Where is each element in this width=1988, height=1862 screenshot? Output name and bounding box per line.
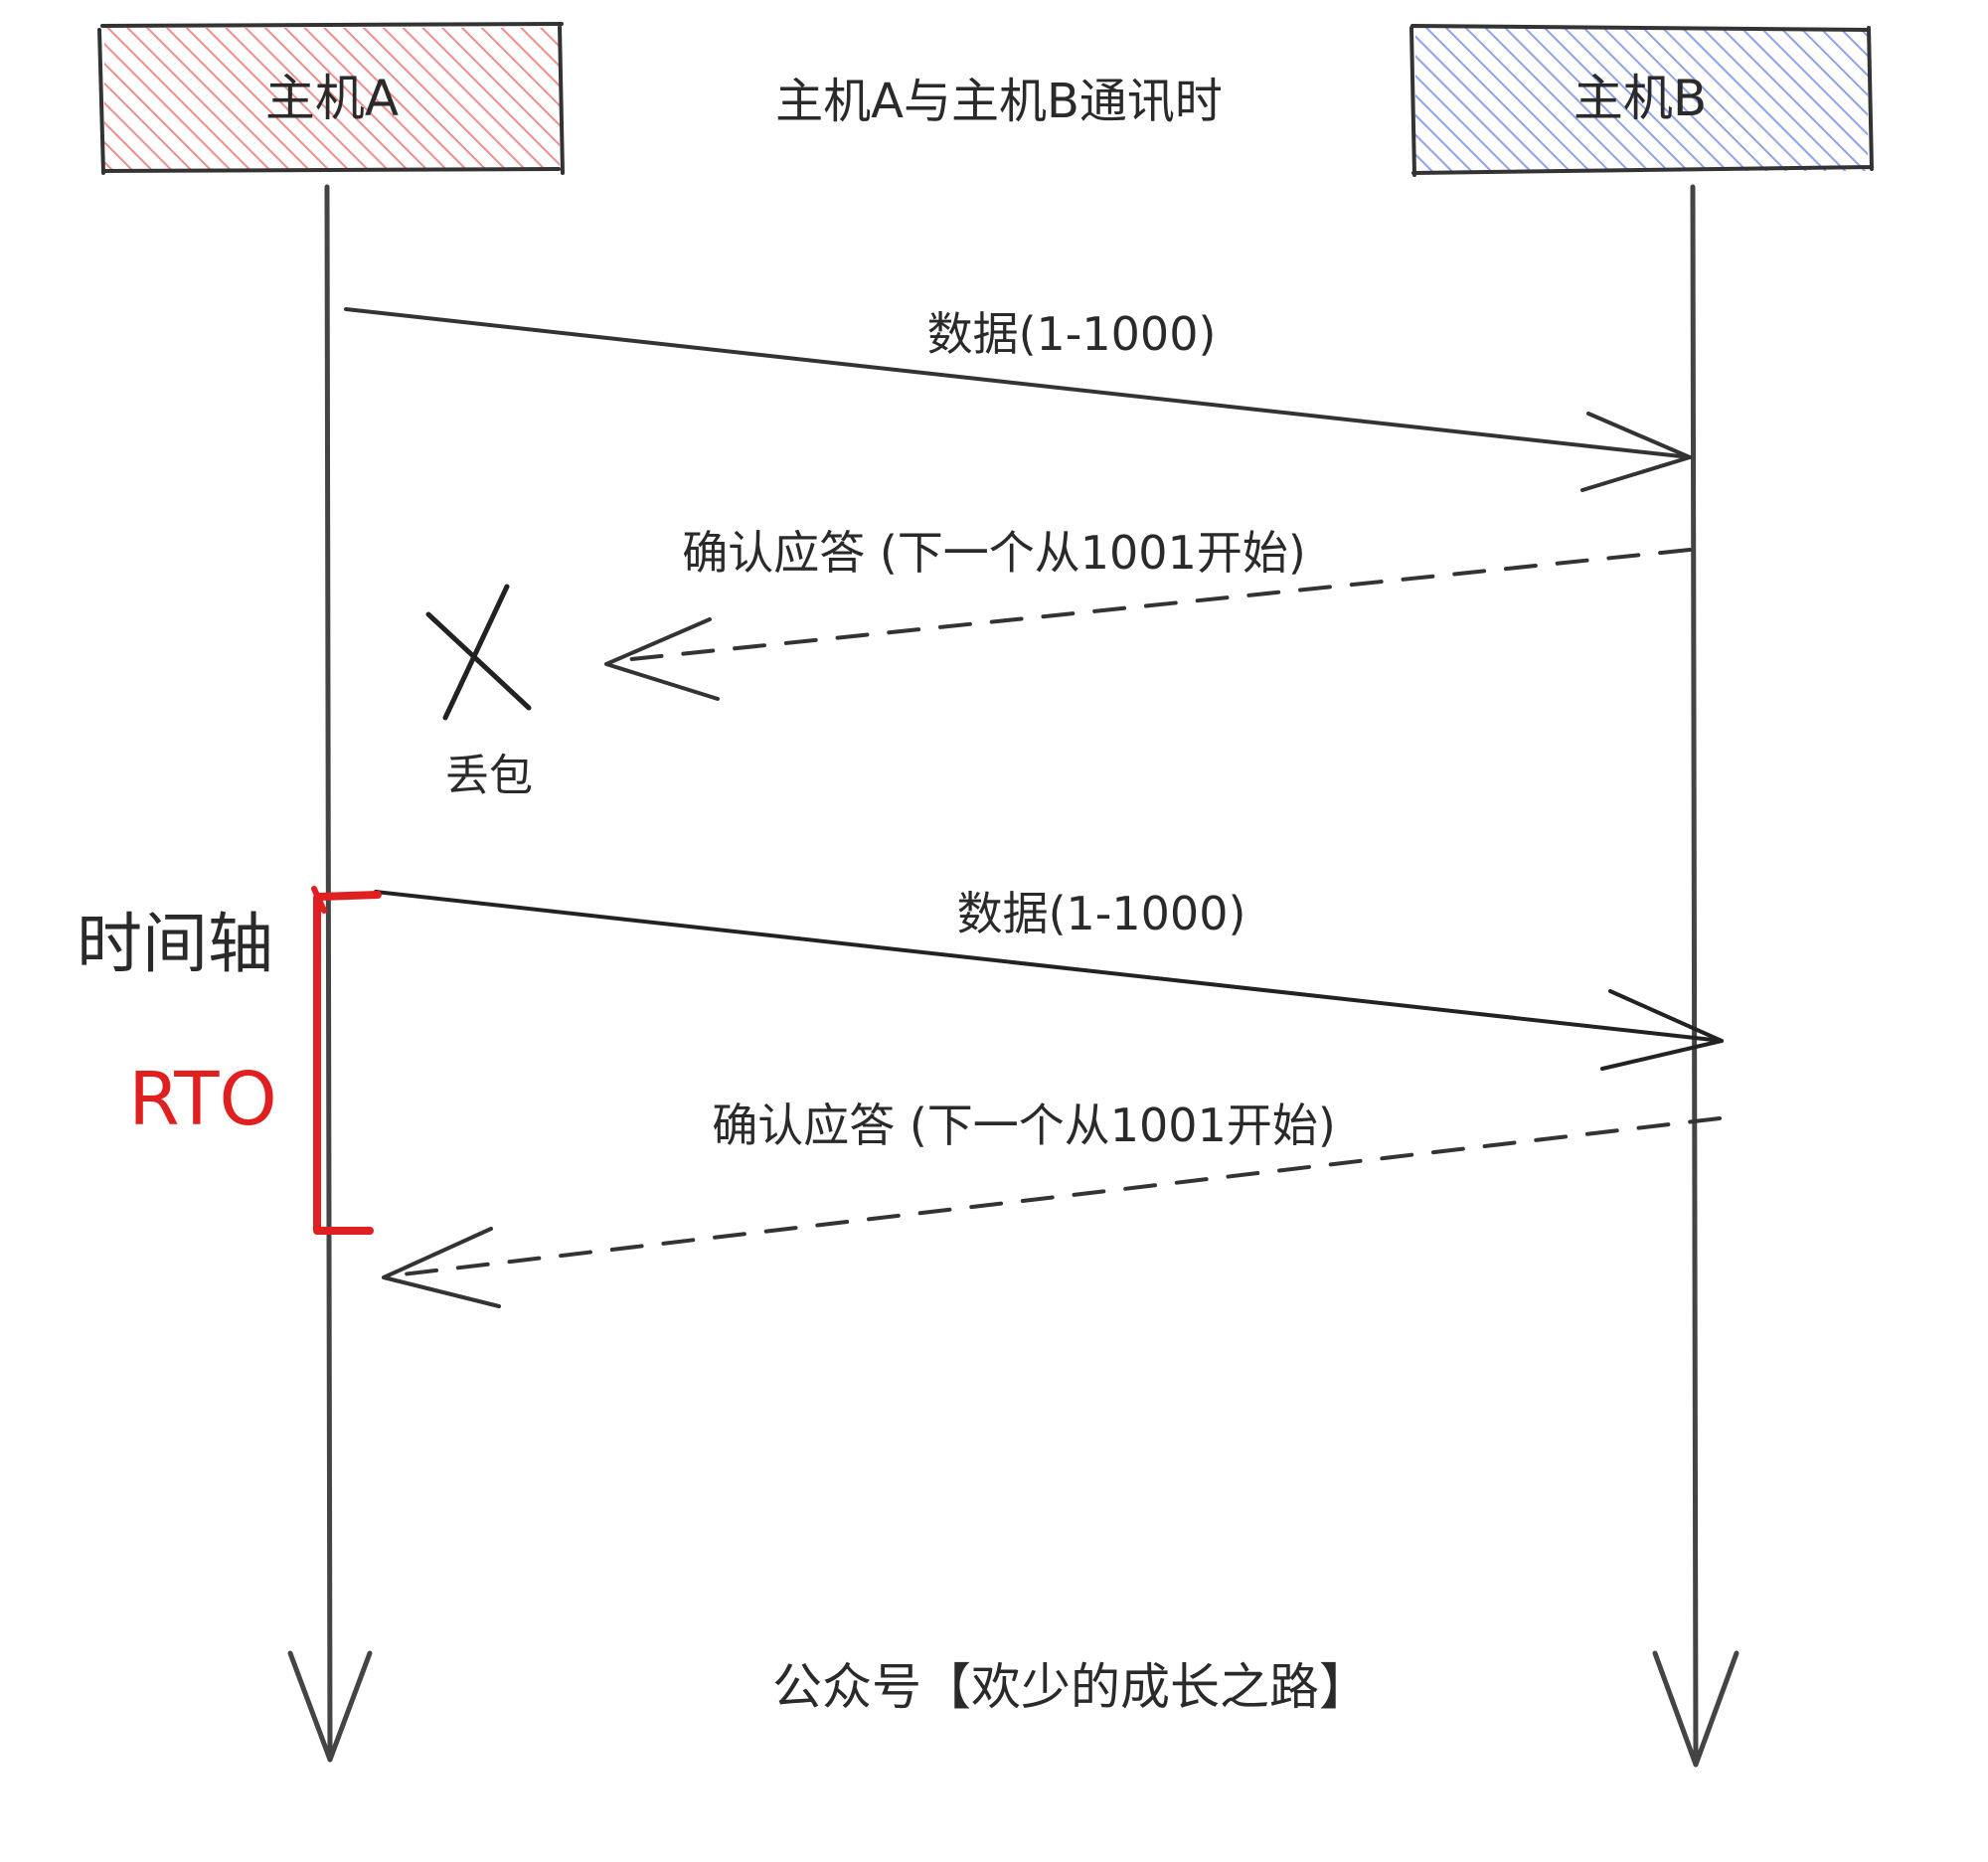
message-4-arrow <box>382 1116 1722 1308</box>
rto-label: RTO <box>128 1057 276 1142</box>
message-2-arrow <box>604 548 1692 701</box>
packet-loss-label: 丢包 <box>445 751 533 801</box>
lifeline-a <box>287 184 373 1763</box>
message-3-arrow <box>374 890 1724 1071</box>
host-b-label: 主机B <box>1574 70 1707 127</box>
message-1-label: 数据(1-1000) <box>927 307 1217 361</box>
message-3-label: 数据(1-1000) <box>957 887 1246 940</box>
host-a-box: 主机A <box>97 22 565 175</box>
lifeline-b <box>1652 184 1740 1768</box>
message-2-label: 确认应答 (下一个从1001开始) <box>682 526 1306 580</box>
host-a-label: 主机A <box>265 70 399 127</box>
host-b-box: 主机B <box>1409 24 1874 177</box>
diagram-title: 主机A与主机B通讯时 <box>775 74 1223 129</box>
rto-bracket <box>311 886 382 1235</box>
packet-loss-x-icon <box>425 584 532 721</box>
timeline-label: 时间轴 <box>77 906 273 982</box>
watermark-text: 公众号【欢少的成长之路】 <box>772 1658 1369 1716</box>
message-1-arrow <box>344 307 1692 492</box>
message-4-label: 确认应答 (下一个从1001开始) <box>712 1099 1336 1152</box>
